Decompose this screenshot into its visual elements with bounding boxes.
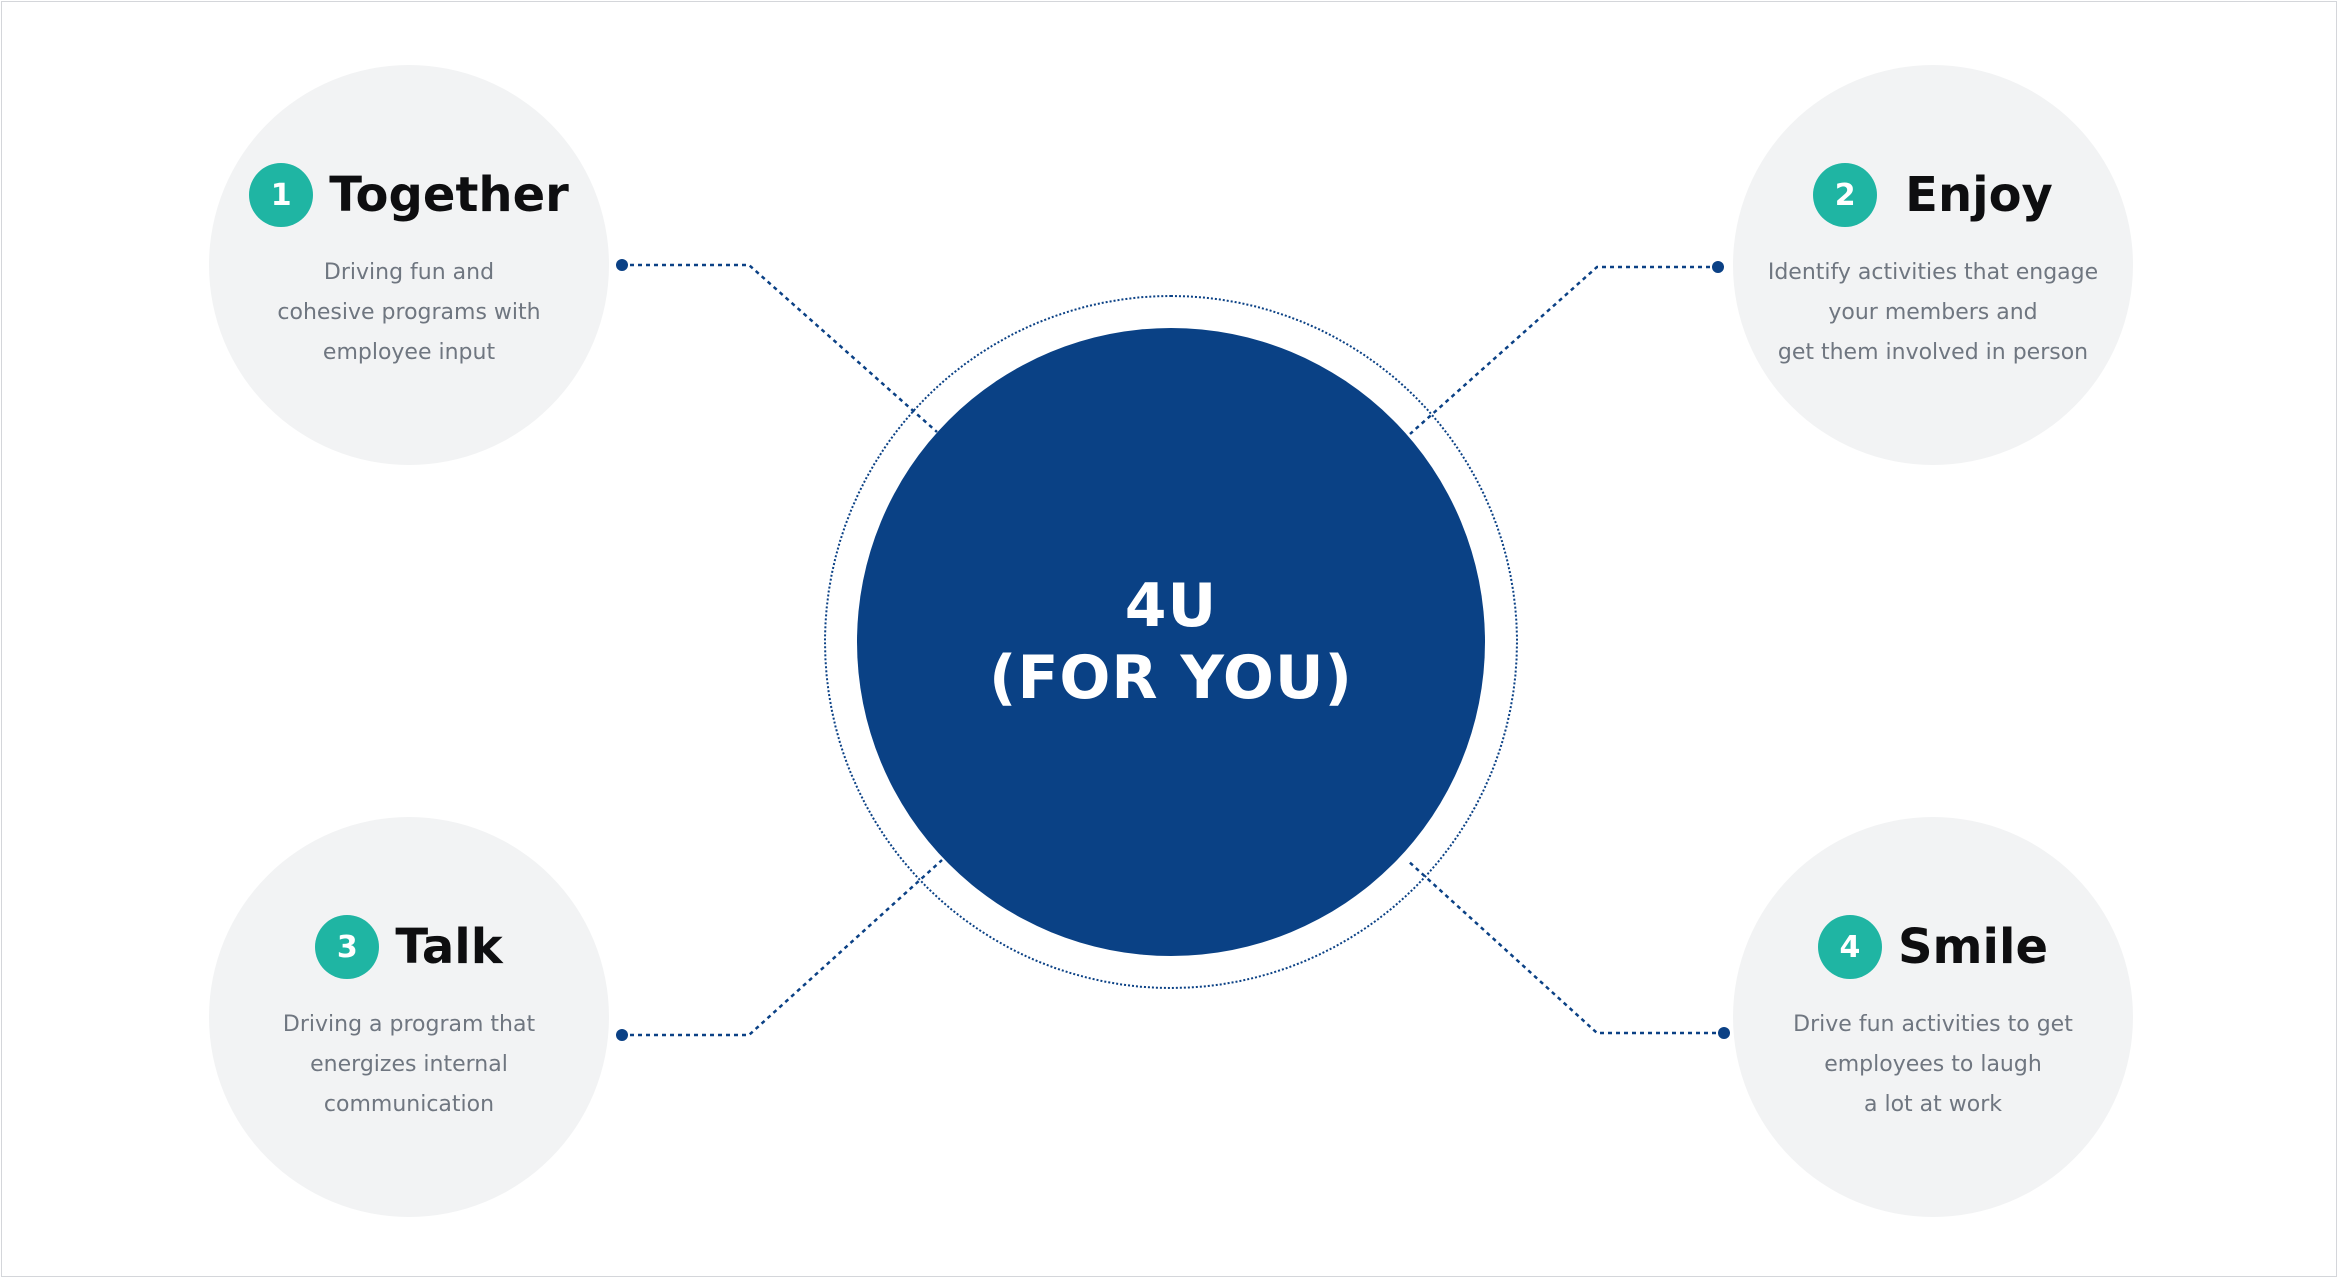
node-description: Driving a program that energizes interna… [239,1005,579,1125]
connector-dot-smile [1718,1027,1730,1039]
node-header: 3 Talk [209,911,609,983]
connector-talk [622,859,943,1037]
description-line: communication [323,1092,495,1117]
node-description: Drive fun activities to get employees to… [1763,1005,2103,1125]
description-line: Driving fun and [323,260,495,285]
node-enjoy: 2 Enjoy Identify activities that engage … [1733,65,2133,465]
node-header: 4 Smile [1733,911,2133,983]
connector-dot-enjoy [1712,261,1724,273]
node-smile: 4 Smile Drive fun activities to get empl… [1733,817,2133,1217]
number-badge: 4 [1817,915,1882,979]
description-line: Driving a program that [282,1012,536,1037]
description-line: your members and [1828,300,2038,325]
node-title: Smile [1897,919,2049,975]
description-line: employees to laugh [1824,1052,2042,1077]
center-dotted-ring [824,295,1518,989]
description-line: a lot at work [1863,1092,2002,1117]
center-title-line2: (FOR YOU) [989,643,1353,713]
node-talk: 3 Talk Driving a program that energizes … [209,817,609,1217]
connector-dot-talk [616,1029,628,1041]
connector-smile [1406,859,1724,1035]
description-line: employee input [322,340,496,365]
description-line: Identify activities that engage [1767,260,2099,285]
description-line: get them involved in person [1777,340,2089,365]
node-title: Together [329,167,569,223]
node-description: Identify activities that engage your mem… [1763,253,2103,373]
number-badge: 1 [249,163,314,227]
connector-enjoy [1409,265,1718,435]
number-badge: 2 [1813,163,1878,227]
description-line: Drive fun activities to get [1793,1012,2073,1037]
node-title: Talk [395,919,503,975]
connector-dot-together [616,259,628,271]
connector-together [622,263,938,433]
center-circle: 4U (FOR YOU) [857,328,1485,956]
center-title-line1: 4U [1124,571,1218,641]
node-description: Driving fun and cohesive programs with e… [239,253,579,373]
description-line: cohesive programs with [277,300,541,325]
node-header: 2 Enjoy [1733,159,2133,231]
node-together: 1 Together Driving fun and cohesive prog… [209,65,609,465]
node-title: Enjoy [1905,167,2053,223]
node-header: 1 Together [209,159,609,231]
description-line: energizes internal [310,1052,508,1077]
number-badge: 3 [315,915,380,979]
